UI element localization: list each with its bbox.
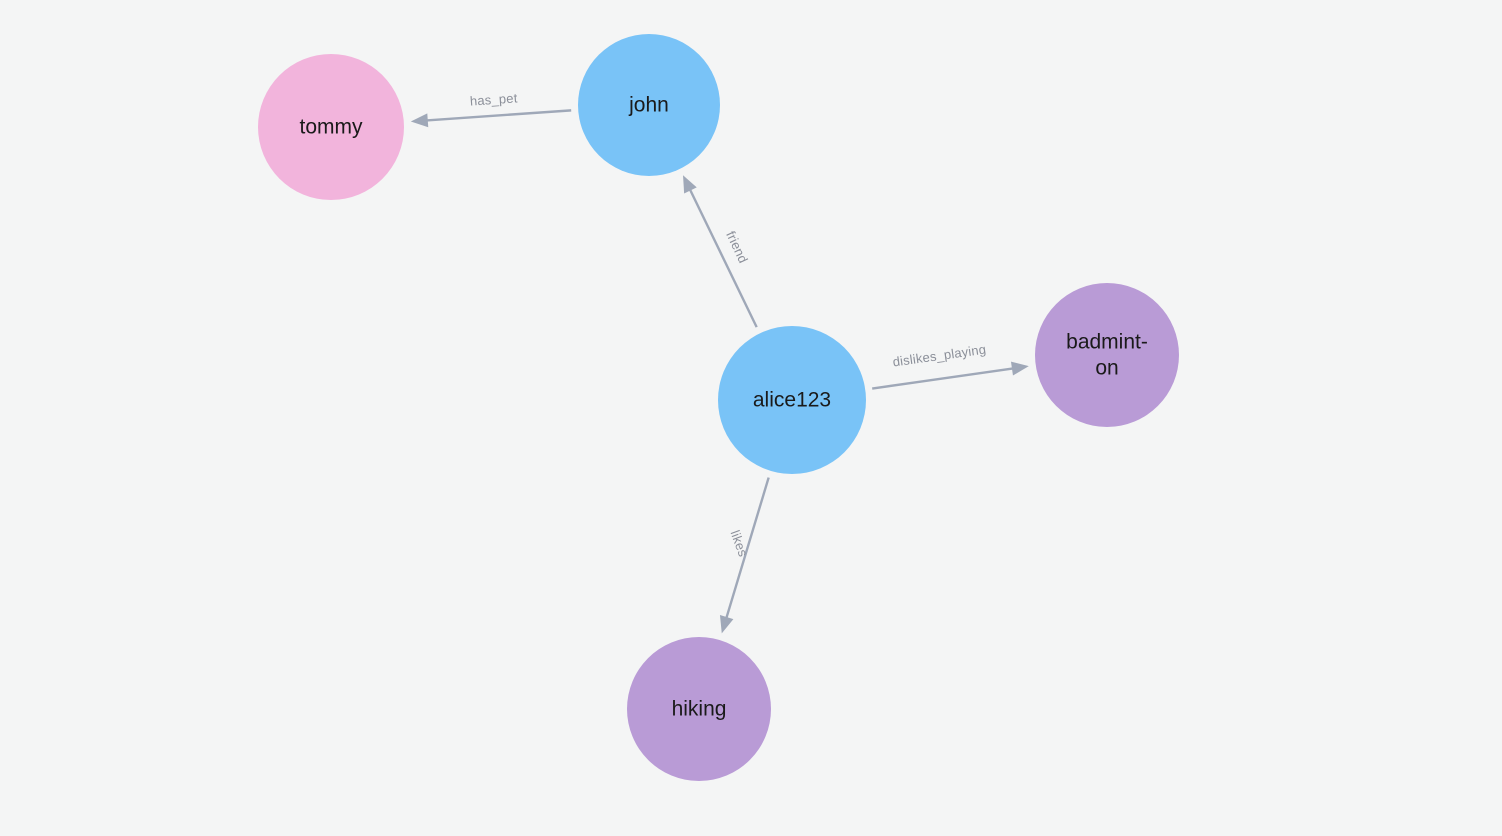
edge-likes-label: likes	[728, 528, 751, 559]
graph-node-badminton[interactable]: badmint-on	[1035, 283, 1179, 427]
edge-has-pet[interactable]	[410, 109, 572, 128]
edge-friend[interactable]	[683, 175, 758, 328]
node-circle-tommy[interactable]	[258, 54, 404, 200]
edge-dislikes-playing[interactable]	[872, 361, 1029, 390]
graph-node-alice123[interactable]: alice123	[718, 326, 866, 474]
edge-friend-line	[688, 187, 758, 328]
nodes-layer: tommy john alice123 badmint-on hiking	[258, 34, 1179, 781]
graph-node-hiking[interactable]: hiking	[627, 637, 771, 781]
node-circle-john[interactable]	[578, 34, 720, 176]
edge-dislikes-playing-line	[872, 366, 1016, 390]
node-circle-badminton[interactable]	[1035, 283, 1179, 427]
edge-friend-arrowhead-icon	[683, 175, 697, 194]
graph-node-john[interactable]: john	[578, 34, 720, 176]
edge-friend-label: friend	[723, 229, 751, 266]
edge-dislikes-playing-arrowhead-icon	[1010, 361, 1029, 376]
edge-has-pet-line	[424, 109, 572, 122]
edges-layer	[410, 109, 1029, 634]
node-circle-alice123[interactable]	[718, 326, 866, 474]
edge-has-pet-label: has_pet	[469, 90, 518, 108]
edge-has-pet-arrowhead-icon	[410, 113, 429, 128]
node-circle-hiking[interactable]	[627, 637, 771, 781]
graph-node-tommy[interactable]: tommy	[258, 54, 404, 200]
edge-likes-arrowhead-icon	[719, 615, 734, 634]
edge-likes-line	[724, 477, 770, 621]
edge-likes[interactable]	[719, 477, 770, 634]
edge-dislikes-playing-label: dislikes_playing	[892, 342, 987, 370]
